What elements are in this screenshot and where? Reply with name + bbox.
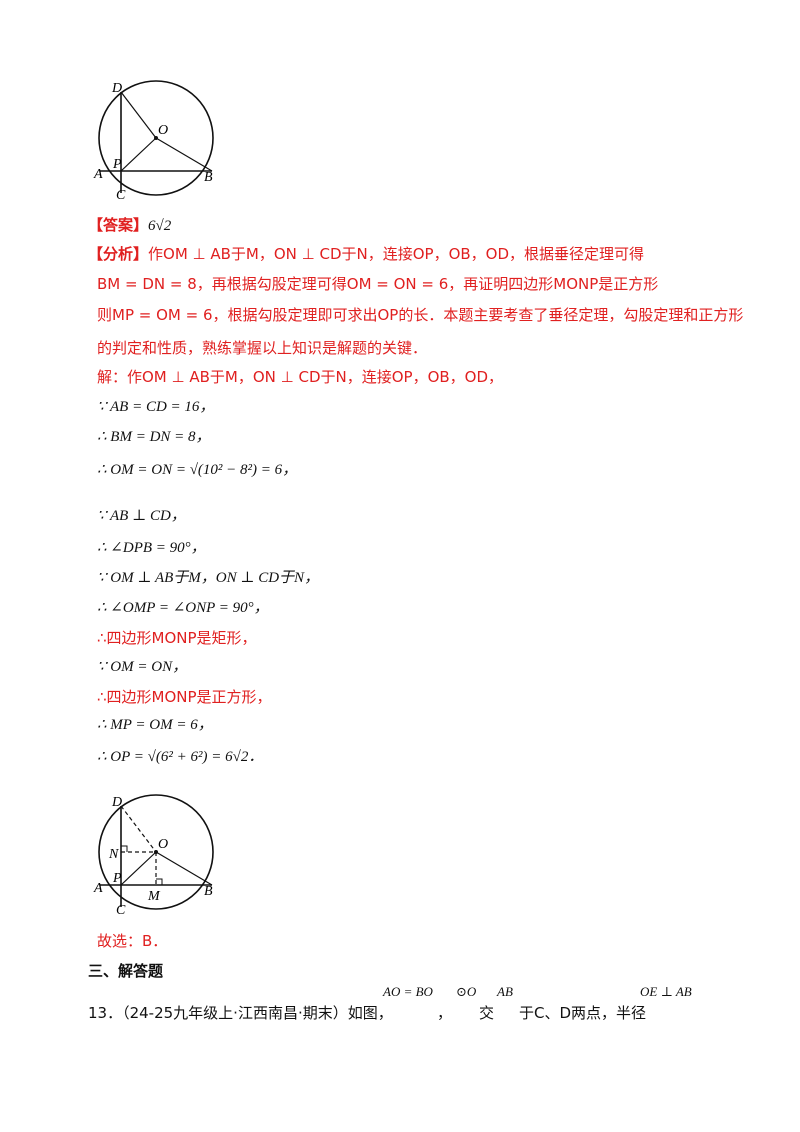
solution-step-9: ∴四边形MONP是矩形， — [97, 629, 257, 647]
solution-step-5: ∵ AB ⊥ CD， — [97, 508, 186, 524]
answer-label: 【答案】 — [88, 216, 149, 234]
question-rest: 于C、D两点，半径 — [519, 1004, 647, 1022]
question-ab: AB — [497, 984, 513, 999]
question-expr-ao-bo: AO = BO — [383, 984, 433, 999]
fig2-label-n: N — [108, 847, 119, 862]
fig1-label-c: C — [116, 188, 126, 202]
fig2-label-a: A — [93, 881, 103, 896]
question-source: （24-25九年级上·江西南昌·期末）如图， — [122, 1004, 393, 1022]
answer-row: 【答案】6√2 — [88, 214, 171, 237]
analysis-line-2: BM = DN = 8，再根据勾股定理可得OM = ON = 6，再证明四边形M… — [97, 275, 659, 293]
analysis-line-4: 的判定和性质，熟练掌握以上知识是解题的关键． — [97, 339, 428, 357]
solution-step-8: ∴ ∠OMP = ∠ONP = 90°， — [97, 600, 269, 616]
fig1-label-d: D — [111, 81, 122, 96]
fig1-label-p: P — [112, 157, 122, 172]
solution-step-1: 解：作OM ⊥ AB于M，ON ⊥ CD于N，连接OP，OB，OD， — [97, 368, 504, 386]
solution-step-13: ∴ OP = √(6² + 6²) = 6√2． — [97, 749, 264, 765]
analysis-line-1: 【分析】作OM ⊥ AB于M，ON ⊥ CD于N，连接OP，OB，OD，根据垂径… — [88, 243, 644, 265]
analysis-text-1: 作OM ⊥ AB于M，ON ⊥ CD于N，连接OP，OB，OD，根据垂径定理可得 — [148, 245, 645, 263]
fig1-label-a: A — [93, 167, 103, 182]
fig2-label-b: B — [204, 884, 213, 899]
question-expr-oe-ab: OE ⊥ AB — [640, 984, 692, 999]
fig1-label-b: B — [204, 170, 213, 185]
solution-step-11: ∴四边形MONP是正方形， — [97, 688, 272, 706]
solution-step-6: ∴ ∠DPB = 90°， — [97, 540, 206, 556]
solution-step-7: ∵ OM ⊥ AB于M，ON ⊥ CD于N， — [97, 570, 320, 586]
question-circle-o: ⊙O — [456, 984, 477, 999]
fig2-label-p: P — [112, 871, 122, 886]
question-number: 13． — [88, 1004, 123, 1022]
solution-step-3: ∴ BM = DN = 8， — [97, 429, 211, 445]
question-jiao: 交 — [479, 1004, 495, 1022]
figure-1: D O P A B C — [93, 80, 214, 202]
fig2-label-m: M — [147, 889, 161, 904]
choice-line: 故选：B． — [97, 932, 168, 950]
analysis-line-3: 则MP = OM = 6，根据勾股定理即可求出OP的长．本题主要考查了垂径定理，… — [97, 306, 744, 324]
solution-step-4: ∴ OM = ON = √(10² − 8²) = 6， — [97, 462, 298, 478]
solution-step-10: ∵ OM = ON， — [97, 659, 188, 675]
question-sep: ， — [437, 1004, 453, 1022]
section-heading: 三、解答题 — [88, 962, 164, 980]
fig2-label-c: C — [116, 903, 126, 918]
analysis-label: 【分析】 — [88, 245, 149, 263]
question-13-line: 13．（24-25九年级上·江西南昌·期末）如图， — [88, 1002, 393, 1024]
fig2-label-d: D — [111, 795, 122, 810]
fig2-label-o: O — [158, 837, 168, 852]
fig1-label-o: O — [158, 123, 168, 138]
solution-step-12: ∴ MP = OM = 6， — [97, 717, 213, 733]
answer-value: 6√2 — [148, 218, 172, 234]
figure-2: D O N P A M B C — [93, 794, 214, 918]
solution-step-2: ∵ AB = CD = 16， — [97, 399, 215, 415]
